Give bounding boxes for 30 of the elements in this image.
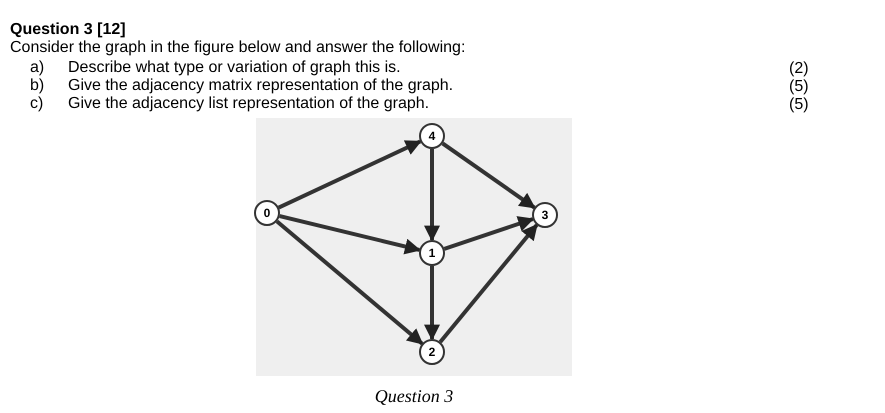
question-title: Question 3 [12] xyxy=(10,21,126,39)
arrow xyxy=(278,140,422,210)
arrow xyxy=(279,214,421,254)
arrow xyxy=(444,216,534,251)
item-letter: b) xyxy=(30,77,44,95)
vertex-circle xyxy=(419,240,445,266)
mark-value: (5) xyxy=(789,96,809,114)
vertex-label: 0 xyxy=(262,205,272,222)
vertex-circle xyxy=(419,339,445,365)
mark-value: (2) xyxy=(789,60,809,78)
vertex-circle xyxy=(532,202,558,228)
item-letter: c) xyxy=(30,95,44,113)
vertex-label: 3 xyxy=(540,207,550,224)
vertex-label: 4 xyxy=(428,128,436,145)
instruction-text: Consider the graph in the figure below and answer the following: xyxy=(10,39,466,57)
vertex-circle xyxy=(419,123,445,149)
item-letter: a) xyxy=(30,59,44,77)
figure-caption: Question 3 xyxy=(374,386,454,407)
question-item: Give the adjacency matrix representation of the graph. xyxy=(68,77,454,95)
arrow xyxy=(424,266,440,341)
question-item: Give the adjacency list representation of the graph. xyxy=(68,95,430,113)
mark-value: (5) xyxy=(789,78,809,96)
vertex-circle xyxy=(254,200,280,226)
vertex-label: 2 xyxy=(428,344,436,361)
arrow xyxy=(424,149,440,242)
question-item: Describe what type or variation of graph this is. xyxy=(68,59,401,77)
arrow xyxy=(442,142,536,210)
arrow xyxy=(438,224,538,344)
vertex-label: 1 xyxy=(428,245,436,262)
arrow xyxy=(276,220,424,346)
